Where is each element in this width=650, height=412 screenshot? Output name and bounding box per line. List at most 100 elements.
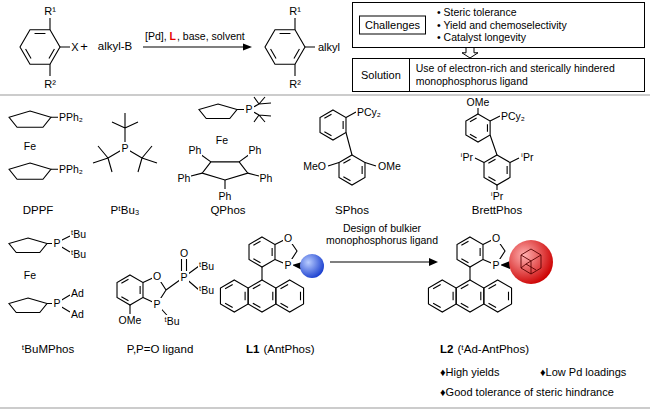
bond xyxy=(93,113,157,172)
bond xyxy=(47,236,70,312)
solution-text: Use of electron-rich and sterically hind… xyxy=(410,59,644,91)
condition-text: , base, solvent xyxy=(177,30,245,42)
atom-label: ᵗBu xyxy=(163,315,180,327)
atom-label: O xyxy=(491,232,501,244)
block-arrow xyxy=(462,48,478,59)
cp-ring xyxy=(202,162,248,180)
arrow-caption: Design of bulkier monophosphorus ligand xyxy=(322,222,442,246)
wedge-bond xyxy=(500,261,510,269)
benzene-ring xyxy=(457,237,483,267)
atom-label: OMe xyxy=(466,96,491,108)
separator-line xyxy=(0,95,650,96)
atom-label: P xyxy=(152,298,161,310)
challenge-heading-box: Challenges xyxy=(359,15,426,34)
substituent-label: R² xyxy=(288,78,302,91)
atom-label: PPh₂ xyxy=(58,163,84,175)
atom-label: Ph xyxy=(188,144,203,156)
atom-label: PCy₂ xyxy=(356,106,382,118)
atom-label: P xyxy=(120,142,129,154)
substituent-label: R¹ xyxy=(288,5,302,18)
ligand-name: (AntPhos) xyxy=(263,343,314,356)
box-heading: Solution xyxy=(353,59,410,91)
benzene-ring xyxy=(249,237,275,267)
condition-text: [Pd], xyxy=(145,30,167,42)
challenge-box: • Steric tolerance• Yield and chemoselec… xyxy=(352,2,645,48)
atom-label: P xyxy=(244,103,253,115)
benzene-ring xyxy=(320,110,346,140)
bullet-text: • Steric tolerance xyxy=(437,6,638,19)
benzene-ring xyxy=(117,275,143,305)
cp-ring xyxy=(9,238,47,252)
bond xyxy=(295,18,315,76)
ligand-number: L2 xyxy=(440,343,453,356)
atom-label: P xyxy=(179,271,188,283)
ligand-name: SPhos xyxy=(335,204,369,217)
atom-label: ⁱPr xyxy=(460,151,474,163)
atom-label: ⁱPr xyxy=(490,190,504,202)
ligand-name: PᵗBu₃ xyxy=(111,204,140,217)
feature-bullet: ♦Good tolerance of steric hindrance xyxy=(440,386,614,399)
atom-label: O xyxy=(152,270,162,282)
cp-ring xyxy=(9,111,51,127)
atom-label: P xyxy=(52,297,61,309)
bullet-text: • Yield and chemoselectivity xyxy=(437,19,638,32)
design-arrow xyxy=(330,261,432,262)
box-heading: Challenges xyxy=(365,18,420,31)
feature-bullet: ♦Low Pd loadings xyxy=(540,366,626,379)
tbu-sphere xyxy=(300,254,324,278)
bond xyxy=(50,18,70,76)
substituent-label: R¹ xyxy=(43,5,57,18)
ligand-name: BrettPhos xyxy=(472,204,523,217)
atom-label: ᵗBu xyxy=(198,260,215,272)
reaction-arrow xyxy=(143,46,246,47)
arrow-head xyxy=(243,44,252,51)
atom-label: Ph xyxy=(177,172,192,184)
substituent-label: alkyl xyxy=(317,41,341,54)
anthracene-ring xyxy=(484,280,512,312)
anthracene-ring xyxy=(428,280,456,312)
atom-label: X xyxy=(70,41,79,54)
solution-box: SolutionUse of electron-rich and sterica… xyxy=(352,58,645,92)
bond xyxy=(237,97,271,122)
reagent-label: alkyl-B xyxy=(98,40,133,53)
ligand-name: ᵗBuMPhos xyxy=(22,343,74,356)
adamantyl-sphere xyxy=(509,240,553,284)
benzene-ring xyxy=(15,21,65,73)
plus-sign: + xyxy=(80,40,88,55)
bond xyxy=(470,238,505,280)
atom-label: ᵗBu xyxy=(70,248,87,260)
bond xyxy=(130,259,199,321)
ligand-name: QPhos xyxy=(210,204,245,217)
atom-label: Fe xyxy=(23,140,37,152)
atom-label: Ph xyxy=(218,190,233,202)
ligand-name: (ᵗAd-AntPhos) xyxy=(457,343,529,356)
atom-label: P xyxy=(283,259,292,271)
bond xyxy=(328,112,376,166)
atom-label: OMe xyxy=(118,314,143,326)
atom-label: Fe xyxy=(23,269,37,281)
anthracene-ring xyxy=(248,280,276,312)
atom-label: PPh₂ xyxy=(58,111,84,123)
ligand-name: P,P=O ligand xyxy=(127,343,194,356)
atom-label: PCy₂ xyxy=(500,110,526,122)
bullet-text: • Catalyst longevity xyxy=(437,31,638,44)
anthracene-ring xyxy=(220,280,248,312)
atom-label: Fe xyxy=(215,134,229,146)
atom-label: O xyxy=(179,247,189,259)
anthracene-ring xyxy=(456,280,484,312)
ligand-name: DPPF xyxy=(23,204,54,217)
separator-line xyxy=(0,408,650,409)
substituent-label: R² xyxy=(43,78,57,91)
ligand-symbol: L xyxy=(170,30,176,42)
arrow-head xyxy=(429,258,438,266)
benzene-ring xyxy=(466,114,490,142)
atom-label: Ad xyxy=(70,287,85,299)
atom-label: Ph xyxy=(259,172,274,184)
atom-label: MeO xyxy=(302,160,327,172)
atom-label: O xyxy=(283,232,293,244)
atom-label: ⁱPr xyxy=(520,151,534,163)
adamantane-cage xyxy=(521,249,541,274)
atom-label: P xyxy=(491,259,500,271)
cp-ring xyxy=(199,104,237,118)
